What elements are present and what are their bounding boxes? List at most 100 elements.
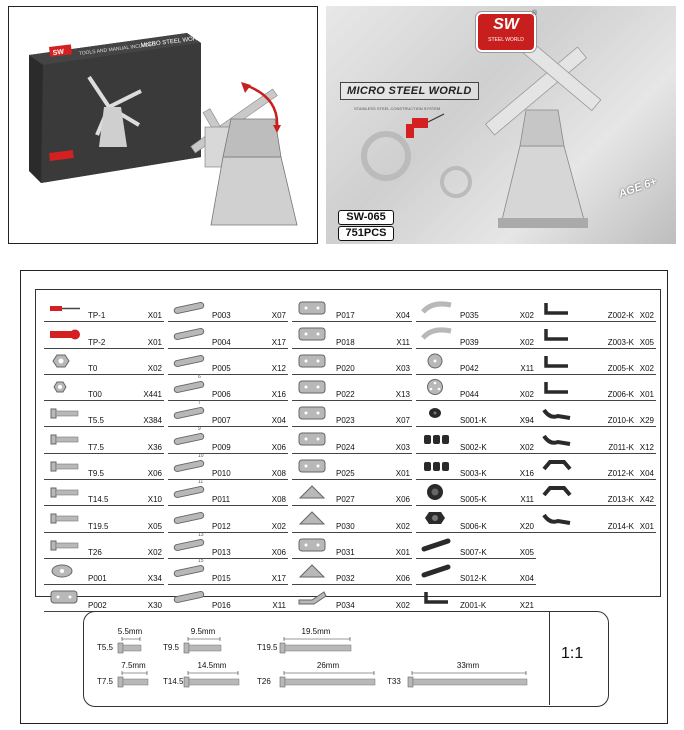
part-code: Z010-K	[607, 416, 634, 426]
washer-plate-icon	[51, 564, 73, 578]
scale-screw-code: T5.5	[97, 643, 114, 652]
part-code: P044	[460, 390, 479, 400]
part-quantity: X384	[143, 416, 162, 426]
link-icon	[421, 538, 451, 552]
part-quantity: X02	[639, 363, 654, 373]
part-hole-count: 13	[198, 531, 204, 538]
screw-icon	[183, 637, 222, 654]
part-code: T5.5	[88, 416, 105, 426]
part-icon-wrap	[540, 378, 574, 394]
hub-icon	[425, 512, 445, 525]
part-icon-wrap	[420, 378, 454, 395]
screw-icon	[50, 487, 79, 498]
part-code: P035	[460, 311, 479, 321]
part-code: P042	[460, 363, 479, 373]
part-quantity: X01	[395, 469, 410, 479]
part-code: Z006-K	[607, 390, 634, 400]
screw-icon	[279, 671, 376, 688]
part-icon-wrap	[172, 404, 206, 420]
plate-icon	[298, 538, 326, 552]
strip-icon	[173, 328, 205, 341]
part-row: P017 X04	[292, 296, 412, 323]
part-icon-wrap	[540, 299, 574, 315]
part-quantity: X02	[147, 547, 162, 557]
part-quantity: X29	[639, 416, 654, 426]
part-code: Z001-K	[460, 600, 487, 610]
part-code: TP-1	[88, 311, 106, 321]
part-quantity: X06	[395, 495, 410, 505]
part-icon-wrap	[420, 588, 454, 605]
part-code: P006	[212, 390, 231, 400]
bracket-icon	[544, 329, 568, 342]
part-quantity: X42	[639, 495, 654, 505]
part-code: P023	[336, 416, 355, 426]
part-quantity: X10	[147, 495, 162, 505]
part-quantity: X02	[519, 442, 534, 452]
plate-icon	[298, 327, 326, 341]
cover-art	[361, 34, 602, 228]
part-icon-wrap	[48, 430, 82, 446]
link-icon	[421, 564, 451, 578]
u-bracket-icon	[542, 486, 572, 497]
box-photo-panel: SW TOOLS AND MANUAL INCLUDED MICRO STEEL…	[8, 6, 318, 244]
screw-scale-box	[83, 611, 609, 707]
strip-icon	[173, 512, 205, 525]
part-code: P025	[336, 469, 355, 479]
part-icon-wrap	[420, 457, 454, 473]
part-icon-wrap	[540, 483, 574, 499]
part-code: S012-K	[460, 574, 487, 584]
part-quantity: X02	[519, 337, 534, 347]
part-quantity: X04	[395, 311, 410, 321]
part-quantity: X06	[271, 547, 286, 557]
part-quantity: X12	[271, 363, 286, 373]
piece-count: 751PCS	[338, 226, 394, 241]
part-code: P017	[336, 311, 355, 321]
part-icon-wrap	[540, 352, 574, 368]
part-code: P002	[88, 600, 107, 610]
part-code: P020	[336, 363, 355, 373]
bent-bracket-icon	[542, 435, 571, 447]
part-code: P032	[336, 574, 355, 584]
scale-screw-length: 9.5mm	[190, 627, 216, 636]
cover-subtitle: STAINLESS STEEL CONSTRUCTION SYSTEM	[354, 106, 441, 111]
part-quantity: X17	[271, 574, 286, 584]
strip-icon	[173, 354, 205, 367]
triangle-plate-icon	[298, 485, 326, 499]
part-icon-wrap	[420, 299, 454, 315]
part-icon-wrap	[420, 325, 454, 341]
bracket-icon	[544, 381, 568, 394]
strip-icon	[173, 302, 205, 314]
part-code: Z012-K	[607, 469, 634, 479]
screw-icon	[50, 408, 79, 419]
part-icon-wrap	[48, 483, 82, 499]
part-quantity: X05	[639, 337, 654, 347]
part-icon-wrap	[540, 325, 574, 342]
part-icon-wrap	[420, 509, 454, 525]
part-code: T7.5	[88, 442, 105, 452]
part-icon-wrap	[296, 404, 330, 420]
model-number: SW-065	[338, 210, 394, 225]
part-icon-wrap	[296, 536, 330, 552]
bushing-icon	[424, 461, 449, 471]
strip-icon	[173, 433, 205, 446]
part-quantity: X02	[271, 521, 286, 531]
strip-icon	[173, 538, 205, 551]
part-icon-wrap	[48, 536, 82, 552]
cover-logo: SW STEEL WORLD	[476, 12, 536, 52]
part-code: TP-2	[88, 337, 106, 347]
part-icon-wrap	[48, 378, 82, 394]
screwdriver-icon	[50, 306, 80, 311]
